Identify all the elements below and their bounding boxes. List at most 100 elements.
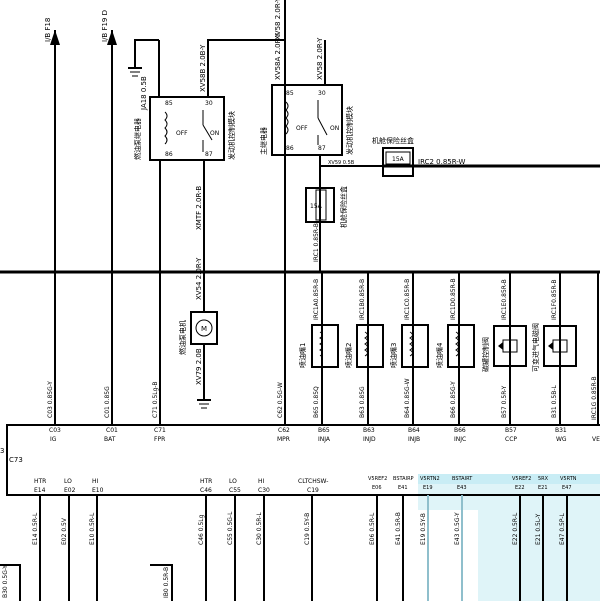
injector-label: 喷油嘴4 bbox=[435, 342, 444, 368]
ecm-label: C73 bbox=[9, 456, 23, 464]
injector-pin: B63 0.85G bbox=[359, 386, 366, 418]
relay-on: ON bbox=[330, 125, 339, 132]
motor-icon bbox=[195, 319, 213, 337]
arrow-up-icon bbox=[107, 30, 117, 45]
fuse-top bbox=[382, 147, 414, 177]
solenoid-pin: B57 0.5R-Y bbox=[501, 385, 508, 418]
switch-icon bbox=[317, 117, 328, 136]
arrow-up-icon bbox=[50, 30, 60, 45]
injector-wire: IRC1D0.85R-B bbox=[450, 278, 457, 320]
bottom-sig: V5RTN2 bbox=[420, 476, 440, 482]
ecm-pin-sig: BAT bbox=[104, 436, 116, 443]
ecm-pin-code: B57 bbox=[505, 427, 517, 434]
coil-icon bbox=[364, 331, 368, 357]
bottom-sig: BSTAIRT bbox=[452, 476, 473, 482]
ecm-pin-sig: WG bbox=[556, 436, 567, 443]
bottom-wire-label: B30 0.5G-Y bbox=[2, 565, 9, 598]
pin-87: 87 bbox=[205, 151, 213, 158]
wire-label-irc1: IRC1 0.85R-B bbox=[313, 223, 320, 262]
wire-ib0 bbox=[150, 564, 173, 601]
bottom-code: E02 bbox=[64, 487, 76, 494]
injector-2 bbox=[356, 272, 384, 425]
bottom-wire-label: E14 0.5R-L bbox=[32, 512, 39, 545]
bottom-wire-label: E10 0.5R-L bbox=[89, 512, 96, 545]
ecm-pin-sig: CCP bbox=[505, 436, 517, 443]
pin-85: 85 bbox=[165, 100, 173, 107]
ecm-pin-code: B66 bbox=[454, 427, 466, 434]
fuse-label: 机舱保险丝盒 bbox=[372, 136, 414, 145]
bottom-code: E19 bbox=[423, 485, 433, 491]
bottom-wires bbox=[39, 495, 568, 601]
bottom-code: E10 bbox=[92, 487, 104, 494]
bottom-sig: LO bbox=[229, 478, 237, 485]
bottom-sig: HTR bbox=[34, 478, 46, 485]
fuse-element bbox=[385, 151, 411, 165]
bottom-code: C55 bbox=[229, 487, 241, 494]
bottom-code: E06 bbox=[372, 485, 382, 491]
bottom-code: C19 bbox=[307, 487, 319, 494]
pin-30: 30 bbox=[318, 90, 326, 97]
bottom-code: E21 bbox=[538, 485, 548, 491]
motor-icon: M bbox=[201, 325, 207, 333]
solenoid-label: 可变进气电磁阀 bbox=[531, 323, 540, 372]
wire-label-xv54: XV54 2.0R-Y bbox=[195, 257, 203, 300]
relay-side: 发动机控制模块 bbox=[227, 111, 236, 160]
wire-label-xmtf: XMTF 2.0R-B bbox=[195, 186, 203, 230]
solenoid-pin: B31 0.5B-L bbox=[551, 385, 558, 418]
wire-label-c71: C71 0.5Lg-B bbox=[152, 382, 159, 419]
ecm-pin-code: C71 bbox=[154, 427, 166, 434]
ecm-pin-code: B64 bbox=[408, 427, 420, 434]
injector-label: 喷油嘴1 bbox=[298, 343, 307, 368]
ecm-pin-sig: INJC bbox=[454, 436, 466, 443]
motor-label: 燃油泵电机 bbox=[178, 320, 187, 355]
bottom-wire-label: IB0 0.5R-B bbox=[163, 567, 170, 598]
bottom-sig: LO bbox=[64, 478, 72, 485]
bottom-code: E14 bbox=[34, 487, 46, 494]
canister-purge-valve bbox=[493, 272, 527, 425]
wire-label-xv58c: XV58 2.0R-Y bbox=[274, 0, 282, 40]
bottom-sig: HI bbox=[258, 478, 265, 485]
ecm-pin-sig: VE bbox=[592, 436, 600, 443]
ecm-pin-code: C01 bbox=[106, 427, 118, 434]
injector-1 bbox=[311, 272, 339, 425]
injector-pin: B65 0.85Q bbox=[313, 386, 320, 418]
ecm-pin-code: C03 bbox=[49, 427, 61, 434]
relay-name: 燃油泵继电器 bbox=[133, 118, 142, 160]
main-relay bbox=[271, 84, 343, 156]
ecm-pin-code: B65 bbox=[318, 427, 330, 434]
fuse-rating: 15A bbox=[392, 156, 405, 163]
ecm-module bbox=[6, 424, 600, 496]
fuse-mid bbox=[305, 187, 335, 223]
relay-off: OFF bbox=[296, 125, 308, 132]
injector-pin: B66 0.85G-Y bbox=[450, 381, 457, 418]
bottom-code: C46 bbox=[200, 487, 212, 494]
bottom-code: E22 bbox=[515, 485, 525, 491]
wire-label-xv58b: XV58B 2.0B-Y bbox=[199, 44, 207, 92]
relay-on: ON bbox=[210, 130, 219, 137]
fuse-element bbox=[315, 189, 327, 221]
solenoid-label: 碳罐控制阀 bbox=[481, 337, 490, 372]
fuse-rating: 15A bbox=[310, 203, 323, 210]
relay-name: 主继电器 bbox=[259, 127, 268, 155]
wire-label-fb19: I/B F19 D bbox=[101, 10, 109, 42]
injector-label: 喷油嘴3 bbox=[389, 343, 398, 368]
pin-86: 86 bbox=[165, 151, 173, 158]
ecm-pin-code: B31 bbox=[555, 427, 567, 434]
coil-icon bbox=[455, 331, 459, 357]
bottom-wire-label: C30 0.5R-L bbox=[256, 512, 263, 545]
coil-icon bbox=[164, 111, 168, 145]
bottom-code: C30 bbox=[258, 487, 270, 494]
bottom-sig: HI bbox=[92, 478, 99, 485]
coil-icon bbox=[285, 101, 289, 135]
bottom-wire-label: E19 0.5Y-B bbox=[420, 513, 427, 545]
bottom-wire-label: C19 0.5Y-B bbox=[304, 513, 311, 545]
connector-number: 3 bbox=[0, 447, 4, 455]
wire-label-c01: C01 0.85G bbox=[104, 386, 111, 418]
bottom-code: E41 bbox=[398, 485, 408, 491]
bottom-wire-label: E02 0.5V bbox=[61, 517, 68, 545]
injector-3 bbox=[401, 272, 429, 425]
bottom-sig: HTR bbox=[200, 478, 212, 485]
bottom-wire-label: E47 0.5P-L bbox=[559, 512, 566, 545]
bottom-wire-label: E21 0.5L-Y bbox=[535, 513, 542, 545]
